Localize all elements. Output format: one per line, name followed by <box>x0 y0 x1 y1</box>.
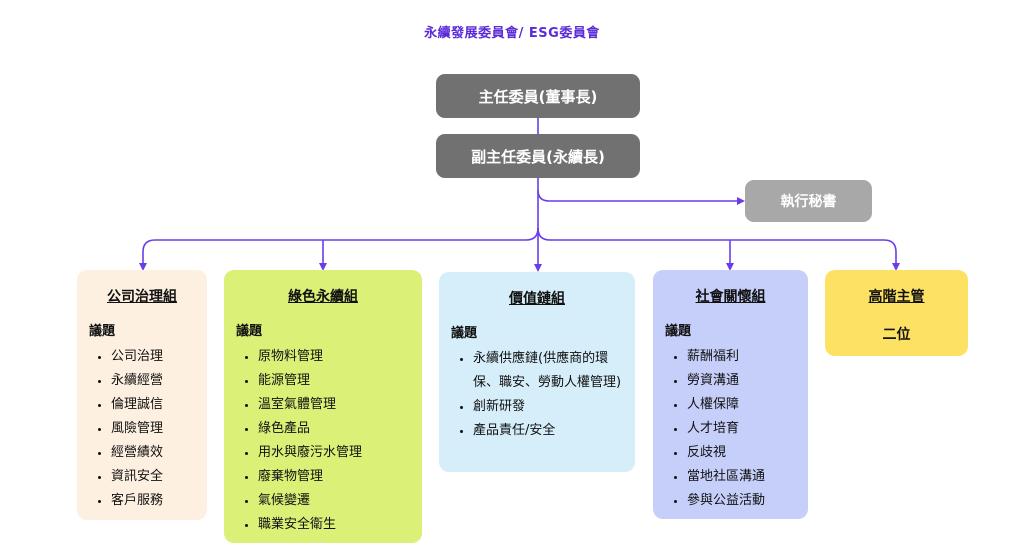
issue-item: 廢棄物管理 <box>258 465 410 489</box>
issue-item: 客戶服務 <box>111 489 195 513</box>
group-title: 社會關懷組 <box>695 289 766 305</box>
issue-item: 參與公益活動 <box>687 489 796 513</box>
group-subtitle: 議題 <box>236 324 263 339</box>
group-title: 公司治理組 <box>107 289 177 305</box>
issue-item: 當地社區溝通 <box>687 465 796 489</box>
secretary-connector <box>537 189 745 205</box>
executive-count: 二位 <box>882 327 911 343</box>
issue-item: 勞資溝通 <box>687 369 796 393</box>
committee-title: 永續發展委員會/ ESG委員會 <box>424 26 600 41</box>
issue-item: 永續經營 <box>111 369 195 393</box>
issue-item: 能源管理 <box>258 369 410 393</box>
issue-item: 職業安全衛生 <box>258 513 410 537</box>
group-senior-executives: 高階主管 二位 <box>825 270 968 356</box>
issue-item: 人權保障 <box>687 393 796 417</box>
chair-box: 主任委員(董事長) <box>436 74 640 118</box>
issue-item: 風險管理 <box>111 417 195 441</box>
issue-list: 永續供應鏈(供應商的環保、職安、勞動人權管理)創新研發產品責任/安全 <box>451 347 623 443</box>
group-governance: 公司治理組 議題 公司治理永續經營倫理誠信風險管理經營績效資訊安全客戶服務 <box>77 270 207 520</box>
group-value-chain: 價值鏈組 議題 永續供應鏈(供應商的環保、職安、勞動人權管理)創新研發產品責任/… <box>439 272 635 472</box>
issue-item: 產品責任/安全 <box>473 419 623 443</box>
group-title: 價值鏈組 <box>509 291 565 307</box>
group-subtitle: 議題 <box>451 326 478 341</box>
issue-item: 資訊安全 <box>111 465 195 489</box>
group-green-sustainability: 綠色永續組 議題 原物料管理能源管理溫室氣體管理綠色產品用水與廢污水管理廢棄物管… <box>224 270 422 543</box>
issue-item: 倫理誠信 <box>111 393 195 417</box>
issue-item: 溫室氣體管理 <box>258 393 410 417</box>
branch-social <box>537 227 900 271</box>
issue-item: 綠色產品 <box>258 417 410 441</box>
issue-item: 薪酬福利 <box>687 345 796 369</box>
branch-gov <box>139 227 539 271</box>
issue-item: 人才培育 <box>687 417 796 441</box>
group-subtitle: 議題 <box>665 324 692 339</box>
group-title: 綠色永續組 <box>288 289 358 305</box>
group-subtitle: 議題 <box>89 324 116 339</box>
issue-item: 經營績效 <box>111 441 195 465</box>
issue-list: 原物料管理能源管理溫室氣體管理綠色產品用水與廢污水管理廢棄物管理氣候變遷職業安全… <box>236 345 410 537</box>
vice-chair-box: 副主任委員(永續長) <box>436 134 640 178</box>
group-social-care: 社會關懷組 議題 薪酬福利勞資溝通人權保障人才培育反歧視當地社區溝通參與公益活動 <box>653 270 808 519</box>
issue-list: 公司治理永續經營倫理誠信風險管理經營績效資訊安全客戶服務 <box>89 345 195 513</box>
issue-item: 公司治理 <box>111 345 195 369</box>
issue-item: 永續供應鏈(供應商的環保、職安、勞動人權管理) <box>473 347 623 395</box>
secretary-box: 執行秘書 <box>745 180 872 222</box>
issue-item: 氣候變遷 <box>258 489 410 513</box>
issue-list: 薪酬福利勞資溝通人權保障人才培育反歧視當地社區溝通參與公益活動 <box>665 345 796 513</box>
issue-item: 創新研發 <box>473 395 623 419</box>
group-title: 高階主管 <box>868 289 925 305</box>
issue-item: 原物料管理 <box>258 345 410 369</box>
issue-item: 反歧視 <box>687 441 796 465</box>
issue-item: 用水與廢污水管理 <box>258 441 410 465</box>
